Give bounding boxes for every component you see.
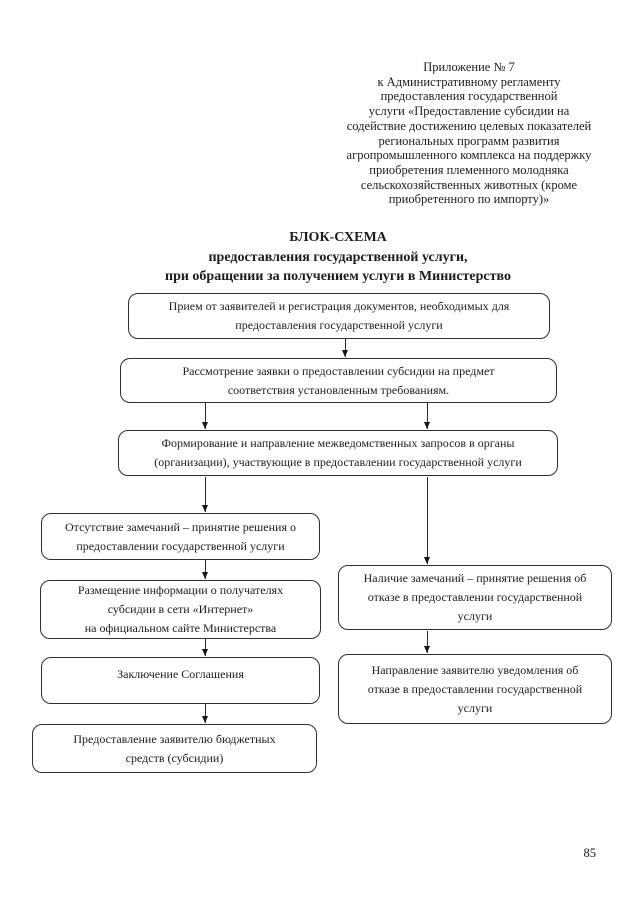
flow-arrow-down xyxy=(424,403,430,429)
flow-box-refusal-notice: Направление заявителю уведомления об отк… xyxy=(338,654,612,724)
flow-box-review: Рассмотрение заявки о предоставлении суб… xyxy=(120,358,557,403)
flow-arrow-down xyxy=(342,339,348,357)
flow-arrow-down xyxy=(202,704,208,723)
page-number: 85 xyxy=(583,846,597,860)
flow-arrow-down xyxy=(424,631,430,653)
flow-arrow-down xyxy=(202,639,208,656)
flow-box-reception: Прием от заявителей и регистрация докуме… xyxy=(128,293,550,339)
flow-box-no-remarks: Отсутствие замечаний – принятие решения … xyxy=(41,513,320,560)
flow-box-info-placement: Размещение информации о получателях субс… xyxy=(40,580,321,639)
flow-box-interagency: Формирование и направление межведомствен… xyxy=(118,430,558,476)
flow-box-agreement: Заключение Соглашения xyxy=(41,657,320,704)
flow-arrow-down xyxy=(424,477,430,564)
flow-arrow-down xyxy=(202,403,208,429)
page-title: БЛОК-СХЕМА предоставления государственно… xyxy=(165,230,511,284)
flow-arrow-down xyxy=(202,477,208,512)
flow-arrow-down xyxy=(202,560,208,579)
flow-box-funds: Предоставление заявителю бюджетных средс… xyxy=(32,724,317,773)
flow-box-remarks-refusal: Наличие замечаний – принятие решения об … xyxy=(338,565,612,630)
appendix-header: Приложение № 7 к Административному регла… xyxy=(346,60,592,207)
